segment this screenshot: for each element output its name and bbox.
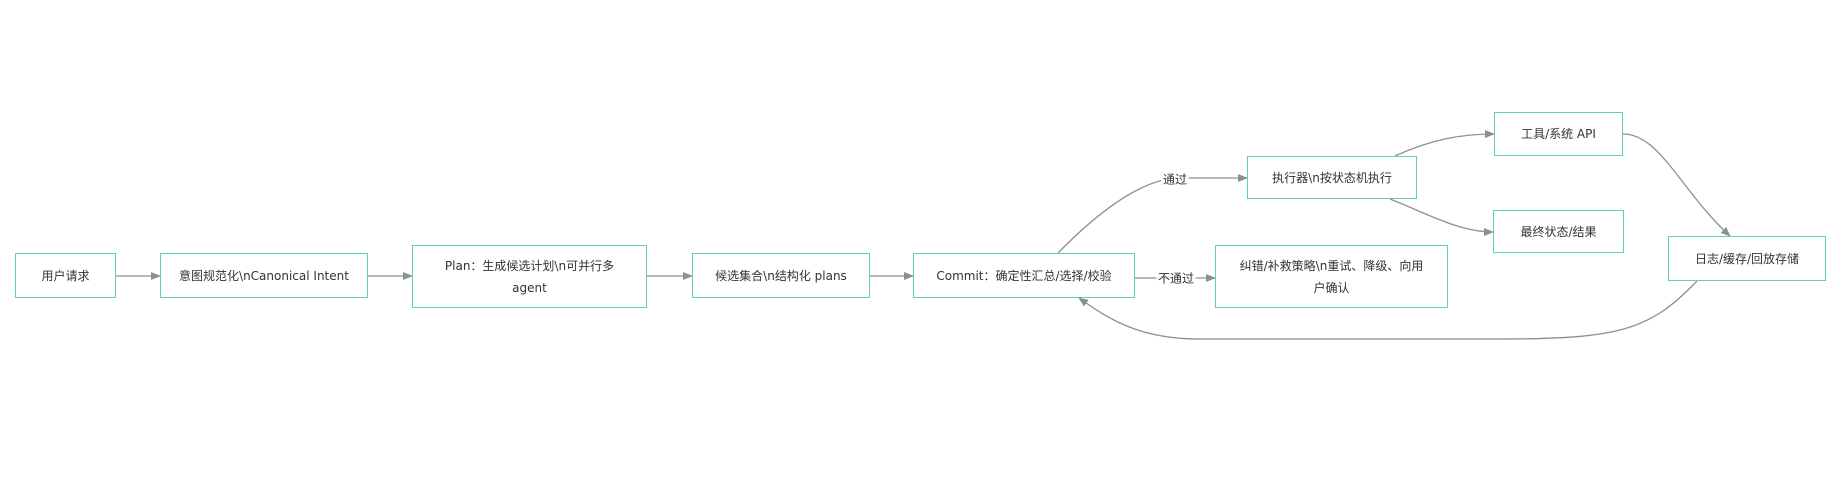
node-label: Commit：确定性汇总/选择/校验 <box>936 268 1112 283</box>
edge-commit-executor <box>1057 174 1248 254</box>
node-final[interactable]: 最终状态/结果 <box>1493 210 1624 253</box>
node-label: Plan：生成候选计划\n可并行多agent <box>444 258 615 295</box>
edge-log-commit <box>1078 280 1698 340</box>
edge-executor-tools <box>1394 130 1495 157</box>
node-plan[interactable]: Plan：生成候选计划\n可并行多agent <box>412 245 647 308</box>
node-label: 执行器\n按状态机执行 <box>1272 170 1392 185</box>
edge-executor-final <box>1389 198 1494 236</box>
node-label: 意图规范化\nCanonical Intent <box>179 268 349 283</box>
node-tools[interactable]: 工具/系统 API <box>1494 112 1623 156</box>
node-label: 纠错/补救策略\n重试、降级、向用户确认 <box>1239 258 1424 295</box>
node-log[interactable]: 日志/缓存/回放存储 <box>1668 236 1826 281</box>
node-label: 工具/系统 API <box>1521 127 1596 141</box>
edge-label-pass: 通过 <box>1160 170 1190 188</box>
node-intent[interactable]: 意图规范化\nCanonical Intent <box>160 253 368 298</box>
node-candidates[interactable]: 候选集合\n结构化 plans <box>692 253 870 298</box>
node-label: 日志/缓存/回放存储 <box>1694 251 1800 266</box>
node-fallback[interactable]: 纠错/补救策略\n重试、降级、向用户确认 <box>1215 245 1448 308</box>
node-user-request[interactable]: 用户请求 <box>15 253 116 298</box>
node-label: 最终状态/结果 <box>1520 224 1597 239</box>
node-commit[interactable]: Commit：确定性汇总/选择/校验 <box>913 253 1135 298</box>
node-label: 候选集合\n结构化 plans <box>715 268 847 283</box>
node-executor[interactable]: 执行器\n按状态机执行 <box>1247 156 1417 199</box>
node-label: 用户请求 <box>41 268 90 283</box>
edge-label-fail: 不通过 <box>1155 269 1197 287</box>
edge-tools-log <box>1622 133 1731 237</box>
